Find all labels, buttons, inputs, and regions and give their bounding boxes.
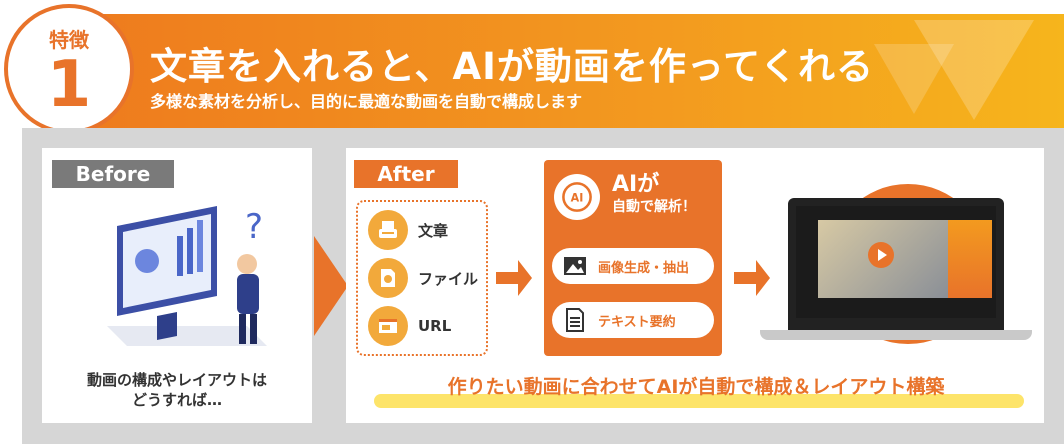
caption-line: どうすれば… [131,391,222,409]
caption-line: 動画の構成やレイアウトは [86,371,267,389]
typewriter-icon [368,210,408,250]
ai-title-main: AIが [612,172,660,197]
arrow-right-icon [756,260,770,296]
ai-item-label: テキスト要約 [598,314,676,330]
before-panel: Before ? 動画の構成やレイアウトは どうすれば… [42,148,312,423]
svg-text:AI: AI [571,191,584,204]
page-title: 文章を入れると、AIが動画を作ってくれる [150,45,874,88]
input-item-url: URL [368,306,451,346]
header-band: 文章を入れると、AIが動画を作ってくれる 多様な素材を分析し、目的に最適な動画を… [62,14,1064,128]
input-item-file: ファイル [368,258,478,298]
decor-triangle [874,44,954,114]
input-label: 文章 [418,221,449,240]
after-tag: After [354,160,458,188]
input-label: ファイル [418,269,479,288]
badge-number: 1 [46,48,92,122]
svg-text:?: ? [245,207,263,247]
decor-triangle [914,20,1034,120]
confused-person-monitor-illustration: ? [107,206,267,346]
ai-title-sub: 自動で解析！ [612,199,696,215]
file-icon [368,258,408,298]
after-panel: After 文章 ファイル URL AI AIが 自動で解析！ [346,148,1044,423]
laptop-base [760,330,1032,340]
video-screen [796,206,996,318]
result-banner: 作りたい動画に合わせてAIが自動で構成＆レイアウト構築 [366,372,1026,408]
document-icon [566,308,584,332]
arrow-right-icon [518,260,532,296]
image-icon [564,257,586,275]
badge-label: 特徴 [49,28,89,52]
text-highlight [374,394,1024,408]
arrow-right-icon [496,272,518,284]
feature-badge: 特徴 1 [4,4,134,134]
input-types-box: 文章 ファイル URL [356,200,488,356]
ai-title: AIが 自動で解析！ [612,174,696,218]
video-slide-sidebar [948,220,992,298]
result-banner-text: 作りたい動画に合わせてAIが自動で構成＆レイアウト構築 [447,376,945,398]
browser-icon [368,306,408,346]
before-tag: Before [52,160,174,188]
laptop-video-preview [788,198,1004,330]
input-item-text: 文章 [368,210,448,250]
ai-item-summary: テキスト要約 [552,302,714,338]
ai-analysis-box: AI AIが 自動で解析！ 画像生成・抽出 テキスト要約 [544,160,722,356]
page-subtitle: 多様な素材を分析し、目的に最適な動画を自動で構成します [150,92,583,111]
arrow-right-icon [734,272,756,284]
ai-item-label: 画像生成・抽出 [598,260,690,276]
before-caption: 動画の構成やレイアウトは どうすれば… [52,370,302,410]
input-label: URL [418,317,452,335]
ai-item-image: 画像生成・抽出 [552,248,714,284]
arrow-right-icon [314,236,348,336]
ai-brain-icon: AI [554,174,600,220]
play-icon [868,242,894,268]
